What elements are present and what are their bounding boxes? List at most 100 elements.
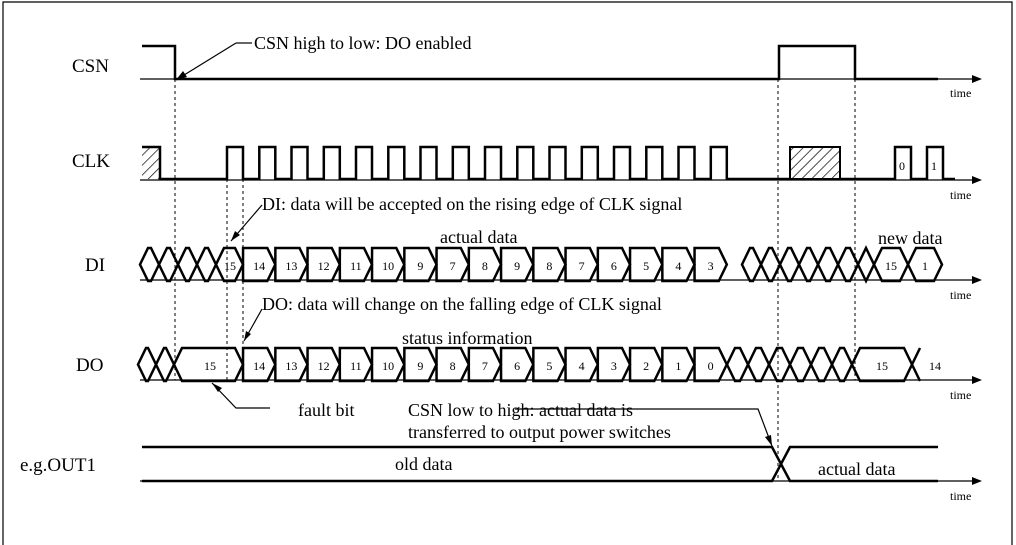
csn-high-low-note: CSN high to low: DO enabled bbox=[254, 33, 472, 53]
bus-segment bbox=[778, 246, 801, 283]
bus-segment bbox=[176, 246, 199, 283]
bus-segment bbox=[154, 346, 176, 383]
di-bit-label: 4 bbox=[675, 259, 681, 273]
actual-data-out-label: actual data bbox=[818, 459, 895, 479]
status-information-label: status information bbox=[402, 328, 532, 348]
di-bit-label: 10 bbox=[382, 259, 394, 273]
do-bus-tail bbox=[910, 347, 922, 382]
di-bit-label: 7 bbox=[579, 259, 585, 273]
csn-low-high-note-line2: transferred to output power switches bbox=[408, 422, 671, 442]
bus-segment bbox=[788, 346, 813, 383]
out1-label: e.g.OUT1 bbox=[20, 455, 96, 476]
di-new-bit-label: 1 bbox=[922, 259, 928, 273]
bus-segment bbox=[693, 246, 729, 283]
csn-low-high-note-line1: CSN low to high: actual data is bbox=[408, 400, 633, 420]
actual-data-label: actual data bbox=[440, 227, 517, 247]
do-bit-label: 2 bbox=[643, 359, 649, 373]
di-new-bit-label: 15 bbox=[885, 259, 897, 273]
di-bit-label: 9 bbox=[417, 259, 423, 273]
clk-hatched-block bbox=[789, 146, 841, 180]
di-bit-label: 14 bbox=[253, 259, 265, 273]
di-bit-label: 8 bbox=[546, 259, 552, 273]
di-bit-label: 6 bbox=[611, 259, 617, 273]
csn-label: CSN bbox=[72, 56, 109, 77]
bus-segment bbox=[797, 246, 820, 283]
fault-bit-label: fault bit bbox=[298, 400, 355, 420]
di-bus: 15 14 13 12 11 10 9 7 8 9 8 7 6 5 4 3 15 1 bbox=[138, 245, 944, 284]
do-bit-label: 10 bbox=[382, 359, 394, 373]
bus-segment bbox=[830, 346, 854, 383]
di-bit-label: 8 bbox=[482, 259, 488, 273]
bus-segment bbox=[759, 246, 782, 283]
fault-bit-arrow bbox=[211, 382, 270, 409]
csn-arrow bbox=[175, 42, 237, 81]
out1-waveform-bottom bbox=[142, 445, 938, 483]
di-note: DI: data will be accepted on the rising … bbox=[262, 194, 682, 214]
new-data-label: new data bbox=[878, 228, 942, 248]
clk-hatched-start bbox=[142, 147, 160, 179]
time-label-di: time bbox=[950, 288, 971, 302]
bus-segment bbox=[195, 246, 218, 283]
do-bit-label: 7 bbox=[482, 359, 488, 373]
fault-bit-arrow-head bbox=[212, 383, 222, 392]
dashed-guides bbox=[174, 79, 856, 481]
do-bit-label: 6 bbox=[514, 359, 520, 373]
di-bit-label: 7 bbox=[450, 259, 456, 273]
bus-segment bbox=[836, 246, 860, 283]
bus-segment bbox=[138, 246, 161, 283]
clk-label: CLK bbox=[72, 151, 110, 172]
time-label-clk: time bbox=[950, 188, 971, 202]
do-note: DO: data will change on the falling edge… bbox=[262, 294, 662, 314]
bus-segment bbox=[856, 245, 876, 284]
do-bit-label: 9 bbox=[417, 359, 423, 373]
clk-waveform bbox=[176, 145, 955, 181]
bus-segment bbox=[906, 246, 944, 283]
do-label: DO bbox=[76, 355, 103, 376]
time-label-out1: time bbox=[950, 489, 971, 503]
bus-segment bbox=[746, 346, 771, 383]
di-bit-label: 9 bbox=[514, 259, 520, 273]
do-bit-label: 4 bbox=[579, 359, 585, 373]
csn-low-high-arrow bbox=[515, 408, 773, 447]
di-bit-label: 15 bbox=[224, 259, 236, 273]
do-new-bit-label: 14 bbox=[929, 359, 941, 373]
do-bit-label: 15 bbox=[204, 359, 216, 373]
do-bit-label: 5 bbox=[546, 359, 552, 373]
di-bit-label: 12 bbox=[318, 259, 330, 273]
bus-segment bbox=[136, 346, 158, 383]
do-bit-label: 8 bbox=[450, 359, 456, 373]
old-data-label: old data bbox=[395, 454, 452, 474]
do-bit-label: 1 bbox=[675, 359, 681, 373]
bus-segment bbox=[740, 246, 763, 283]
bus-segment bbox=[816, 246, 840, 283]
clk-bit-0: 0 bbox=[899, 159, 905, 173]
time-label-csn: time bbox=[950, 86, 971, 100]
do-bit-label: 12 bbox=[318, 359, 330, 373]
bus-segment bbox=[809, 346, 834, 383]
di-bit-label: 11 bbox=[350, 259, 362, 273]
do-bit-label: 13 bbox=[285, 359, 297, 373]
di-bit-label: 3 bbox=[708, 259, 714, 273]
do-new-bit-label: 15 bbox=[876, 359, 888, 373]
csn-arrow-head bbox=[176, 71, 187, 80]
clk-bit-1: 1 bbox=[931, 159, 937, 173]
bus-segment bbox=[725, 346, 750, 383]
clk-start-fragment bbox=[142, 145, 176, 181]
csn-waveform bbox=[142, 44, 938, 81]
do-bit-label: 0 bbox=[708, 359, 714, 373]
di-label: DI bbox=[85, 255, 105, 276]
do-note-arrow-head bbox=[244, 331, 251, 341]
csn-low-high-arrow-head bbox=[765, 435, 772, 446]
do-bit-label: 11 bbox=[350, 359, 362, 373]
bus-segment bbox=[157, 246, 180, 283]
do-bit-label: 3 bbox=[611, 359, 617, 373]
bus-segment bbox=[767, 346, 792, 383]
di-bit-label: 13 bbox=[285, 259, 297, 273]
do-bit-label: 14 bbox=[253, 359, 265, 373]
di-bit-label: 5 bbox=[643, 259, 649, 273]
di-note-arrow-head bbox=[231, 231, 240, 241]
